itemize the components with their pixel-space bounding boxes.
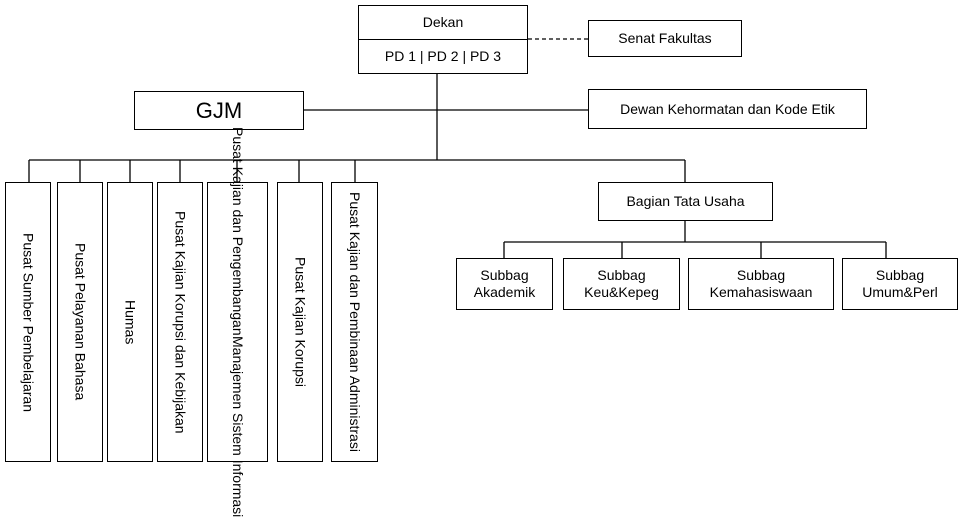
subbag-akademik-line2: Akademik [473,284,536,300]
subbag-akademik-box: Subbag Akademik [456,258,553,310]
subbag-keu-box: Subbag Keu&Kepeg [563,258,680,310]
pd-label: PD 1 | PD 2 | PD 3 [384,48,502,64]
gjm-box: GJM [134,91,304,130]
senat-box: Senat Fakultas [588,20,742,57]
subbag-kemahasiswaan-line1: Subbag [736,267,786,283]
pusat-administrasi-label: Pusat Kajian dan Pembinaan Administrasi [347,192,363,452]
org-chart: Dekan PD 1 | PD 2 | PD 3 Senat Fakultas … [5,5,958,517]
pusat-msi-label-line2: Manajemen Sistem Informasi [230,335,246,517]
connector-lines [28,38,887,258]
subbag-umum-box: Subbag Umum&Perl [842,258,958,310]
tata-usaha-box: Bagian Tata Usaha [598,182,773,221]
subbag-kemahasiswaan-line2: Kemahasiswaan [709,284,813,300]
subbag-akademik-line1: Subbag [480,267,529,283]
pusat-bahasa-box: Pusat Pelayanan Bahasa [57,182,103,462]
dekan-box: Dekan PD 1 | PD 2 | PD 3 [358,5,528,74]
pusat-msi-label-line1: Pusat Kajian dan Pengembangan [230,127,246,336]
dewan-box: Dewan Kehormatan dan Kode Etik [588,89,867,129]
humas-box: Humas [107,182,153,462]
pusat-korupsi-label: Pusat Kajian Korupsi [292,257,309,387]
pusat-korupsi-kebijakan-label: Pusat Kajian Korupsi dan Kebijakan [172,210,189,434]
tata-usaha-label: Bagian Tata Usaha [626,193,745,209]
dewan-label: Dewan Kehormatan dan Kode Etik [620,100,835,117]
dekan-label: Dekan [422,14,464,30]
subbag-keu-line2: Keu&Kepeg [584,284,659,300]
pusat-sumber-box: Pusat Sumber Pembelajaran [5,182,51,462]
pusat-korupsi-kebijakan-box: Pusat Kajian Korupsi dan Kebijakan [157,182,203,462]
humas-label: Humas [122,299,139,345]
pusat-korupsi-box: Pusat Kajian Korupsi [277,182,323,462]
subbag-kemahasiswaan-box: Subbag Kemahasiswaan [688,258,834,310]
pusat-administrasi-box: Pusat Kajian dan Pembinaan Administrasi [331,182,378,462]
subbag-umum-line1: Subbag [875,267,925,283]
subbag-keu-line1: Subbag [597,267,646,283]
subbag-umum-line2: Umum&Perl [862,284,938,300]
pusat-bahasa-label: Pusat Pelayanan Bahasa [72,243,89,401]
pusat-sumber-label: Pusat Sumber Pembelajaran [20,232,37,412]
gjm-label: GJM [195,98,243,123]
pusat-msi-box: Pusat Kajian dan Pengembangan Manajemen … [207,127,268,517]
senat-label: Senat Fakultas [618,30,712,46]
